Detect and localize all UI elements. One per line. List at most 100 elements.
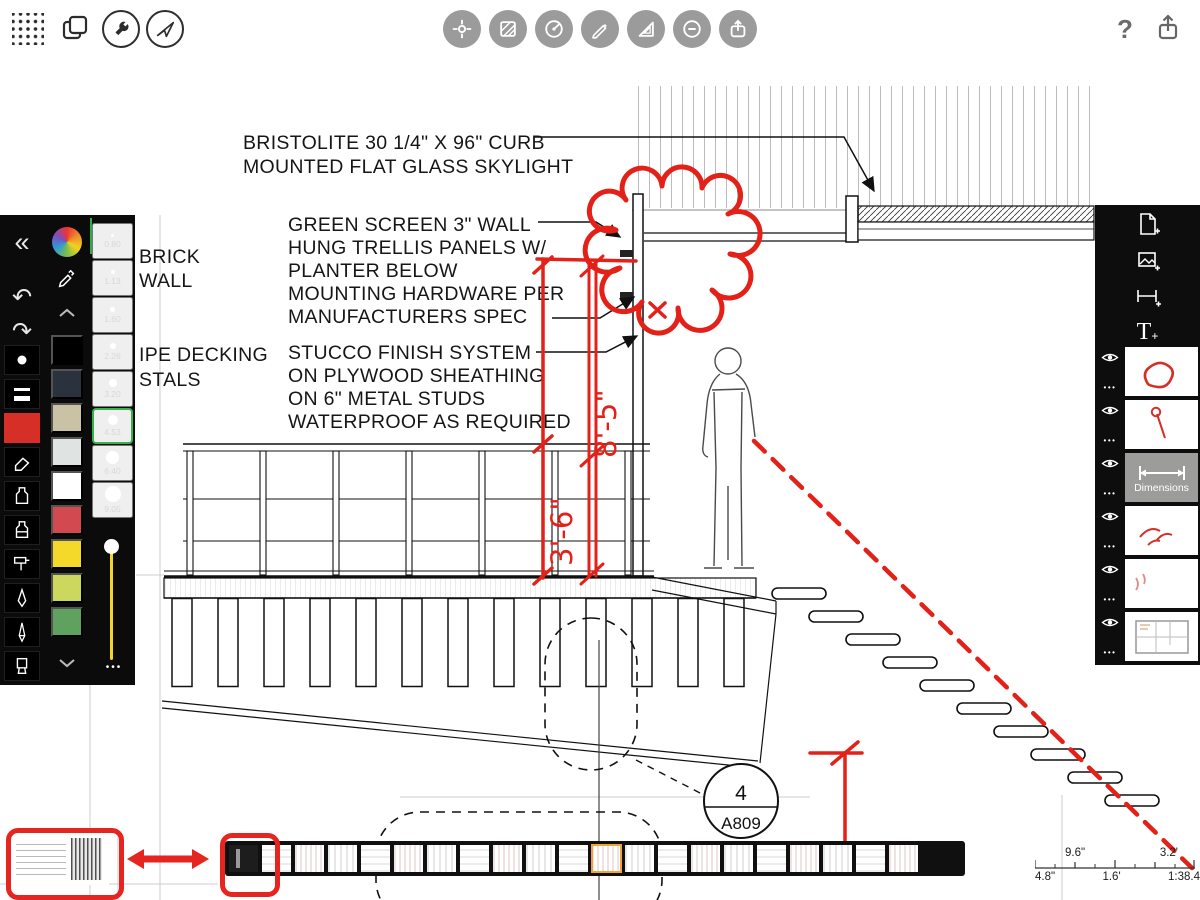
opacity-slider-track[interactable] (110, 545, 113, 660)
eye-icon[interactable] (1101, 616, 1119, 629)
undo-button[interactable]: ↶ (2, 283, 42, 313)
filmstrip-page[interactable] (394, 845, 423, 872)
eye-icon[interactable] (1101, 510, 1119, 523)
scroll-colors-down-button[interactable] (50, 651, 84, 675)
grid-dots-button[interactable] (12, 13, 44, 45)
eye-icon[interactable] (1101, 563, 1119, 576)
layer-row-pin[interactable]: ••• (1095, 398, 1200, 451)
filmstrip-page[interactable] (790, 845, 819, 872)
stroke-width-113[interactable]: 1.13 (92, 260, 133, 296)
filmstrip-page[interactable] (856, 845, 885, 872)
swatch-black[interactable] (51, 335, 83, 365)
filmstrip-page[interactable] (460, 845, 489, 872)
eye-icon[interactable] (1101, 351, 1119, 364)
hatch-fill-tool-button[interactable] (489, 10, 527, 48)
filmstrip-page[interactable] (493, 845, 522, 872)
layer-options-button[interactable]: ••• (1103, 595, 1117, 604)
layer-row-dimensions-selected[interactable]: ••• Dimensions (1095, 451, 1200, 504)
swatch-green[interactable] (51, 607, 83, 637)
layer-options-button[interactable]: ••• (1103, 436, 1117, 445)
filmstrip-page[interactable] (427, 845, 456, 872)
add-text-button[interactable]: T+ (1095, 315, 1200, 349)
pencil-tool-button[interactable] (4, 617, 40, 647)
filmstrip-page[interactable] (295, 845, 324, 872)
filmstrip-page[interactable] (889, 845, 918, 872)
filmstrip-page[interactable] (591, 844, 622, 873)
export-tool-button[interactable] (719, 10, 757, 48)
detail-callout[interactable]: 4 A809 (703, 763, 779, 839)
layer-options-button[interactable]: ••• (1103, 648, 1117, 657)
roof-hatch (632, 86, 1092, 211)
filmstrip-page[interactable] (229, 845, 258, 872)
filmstrip-page[interactable] (361, 845, 390, 872)
swatch-red[interactable] (51, 505, 83, 535)
swatch-dark-navy[interactable] (51, 369, 83, 399)
filmstrip-page[interactable] (823, 845, 852, 872)
duplicate-button[interactable] (58, 12, 92, 46)
ink-tool-button[interactable] (4, 481, 40, 511)
filmstrip[interactable] (225, 841, 965, 876)
protractor-tool-button[interactable] (535, 10, 573, 48)
swatch-yellow[interactable] (51, 539, 83, 569)
ink-tool-2-button[interactable] (4, 515, 40, 545)
compass-button[interactable] (146, 10, 184, 48)
wrench-button[interactable] (102, 10, 140, 48)
paint-roller-tool-button[interactable] (4, 549, 40, 579)
active-color-chip[interactable] (4, 413, 40, 443)
share-button[interactable] (1152, 12, 1184, 44)
dot-tool-button[interactable] (4, 345, 40, 375)
layer-options-button[interactable]: ••• (1103, 542, 1117, 551)
layer-row-sketch[interactable]: ••• (1095, 345, 1200, 398)
layer-options-button[interactable]: ••• (1103, 489, 1117, 498)
move-tool-button[interactable] (443, 10, 481, 48)
swatch-yellow-green[interactable] (51, 573, 83, 603)
add-page-button[interactable] (1095, 207, 1200, 241)
scale-ruler (1035, 860, 1195, 869)
filmstrip-page[interactable] (526, 845, 555, 872)
filmstrip-page[interactable] (559, 845, 588, 872)
eye-icon[interactable] (1101, 457, 1119, 470)
collapse-panel-button[interactable]: « (2, 227, 42, 257)
color-wheel-icon (52, 227, 82, 257)
add-dimension-button[interactable] (1095, 279, 1200, 313)
filmstrip-page[interactable] (724, 845, 753, 872)
help-button[interactable]: ? (1108, 10, 1142, 48)
brush-pen-tool-button[interactable] (4, 583, 40, 613)
red-markup[interactable]: 8'-5" 3'-6" (532, 164, 1195, 871)
overview-thumbnail[interactable] (11, 833, 109, 885)
layer-row-floor-plan[interactable]: ••• (1095, 610, 1200, 663)
opacity-slider-knob[interactable] (104, 539, 119, 554)
set-square-tool-button[interactable] (627, 10, 665, 48)
scroll-colors-up-button[interactable] (50, 301, 84, 325)
stroke-width-640[interactable]: 6.40 (92, 445, 133, 481)
filmstrip-page[interactable] (757, 845, 786, 872)
eyedropper-button[interactable] (50, 265, 84, 293)
swatch-pale-gray[interactable] (51, 437, 83, 467)
stroke-width-080[interactable]: 0.80 (92, 223, 133, 259)
filmstrip-page[interactable] (691, 845, 720, 872)
color-wheel-button[interactable] (52, 227, 82, 257)
palette-more-button[interactable]: ••• (96, 657, 132, 677)
pen-tool-button[interactable] (581, 10, 619, 48)
swatch-white[interactable] (51, 471, 83, 501)
eraser-tool-button[interactable] (4, 447, 40, 477)
layer-row-scribble[interactable]: ••• (1095, 504, 1200, 557)
layer-row-marks[interactable]: ••• (1095, 557, 1200, 610)
stroke-width-226[interactable]: 2.26 (92, 334, 133, 370)
stroke-width-160[interactable]: 1.60 (92, 297, 133, 333)
stroke-width-905[interactable]: 9.05 (92, 482, 133, 518)
filmstrip-page[interactable] (658, 845, 687, 872)
filmstrip-page[interactable] (625, 845, 654, 872)
add-image-button[interactable] (1095, 243, 1200, 277)
redo-button[interactable]: ↷ (2, 317, 42, 347)
subtract-tool-button[interactable] (673, 10, 711, 48)
swatch-tan[interactable] (51, 403, 83, 433)
stroke-width-320[interactable]: 3.20 (92, 371, 133, 407)
filmstrip-page[interactable] (328, 845, 357, 872)
marker-tool-button[interactable] (4, 651, 40, 681)
eye-icon[interactable] (1101, 404, 1119, 417)
stroke-width-453-selected[interactable]: 4.53 (92, 408, 133, 444)
layer-options-button[interactable]: ••• (1103, 383, 1117, 392)
line-weight-tool-button[interactable] (4, 379, 40, 409)
